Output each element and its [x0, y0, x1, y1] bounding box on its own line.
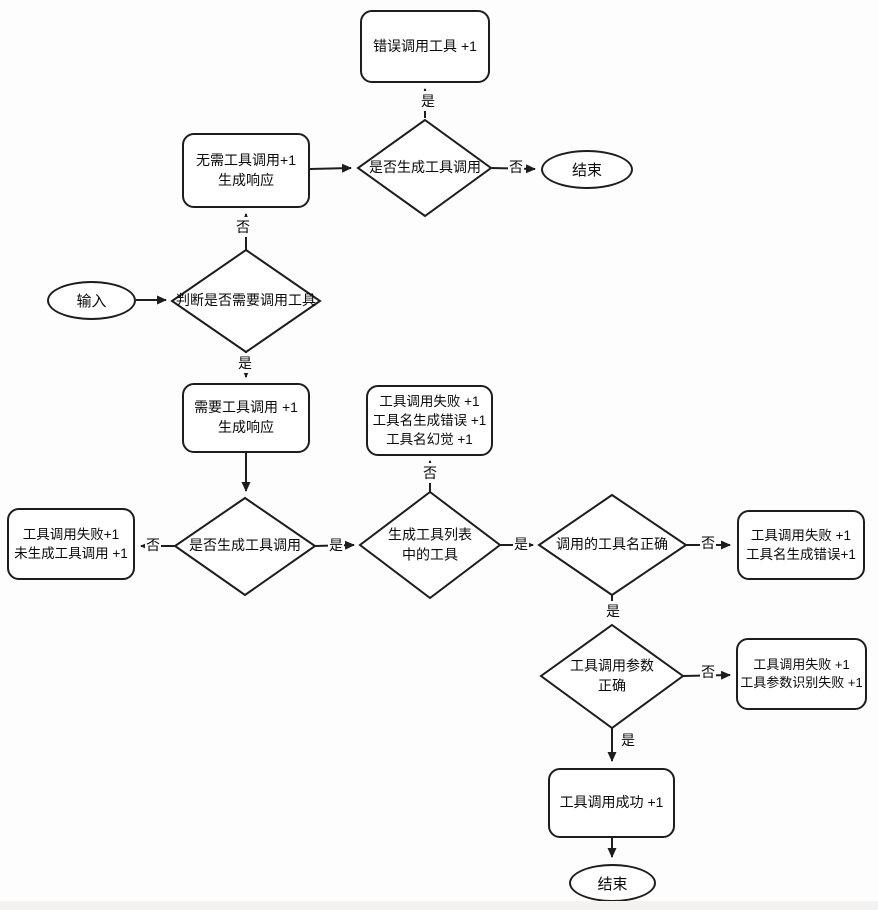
- node-fail-name-error: 工具调用失败 +1 工具名生成错误+1: [737, 510, 865, 580]
- node-fail-not-generated-line2: 未生成工具调用 +1: [14, 546, 128, 561]
- edge-label-yes-to-wrong-tool-call: 是: [420, 91, 436, 111]
- node-fail-param-error: 工具调用失败 +1 工具参数识别失败 +1: [736, 638, 867, 710]
- node-fail-name-error-line1: 工具调用失败 +1: [750, 527, 852, 543]
- node-fail-name-hallucination-line2: 工具名生成错误 +1: [372, 412, 487, 428]
- node-param-correct-label: 工具调用参数 正确: [570, 656, 654, 695]
- node-end-top-label: 结束: [571, 162, 602, 179]
- node-fail-name-hallucination-line3: 工具名幻觉 +1: [386, 432, 473, 448]
- node-wrong-tool-call-line1: 错误调用工具 +1: [373, 37, 477, 54]
- edge-no-tool-needed-to-generated-top: [309, 163, 352, 173]
- edge-label-no-to-fail-param-error: 否: [700, 662, 716, 682]
- param-correct-line2: 正确: [598, 677, 626, 693]
- node-fail-param-error-line2: 工具参数识别失败 +1: [740, 675, 863, 690]
- node-success-line1: 工具调用成功 +1: [559, 794, 664, 811]
- edge-label-yes-to-name-correct: 是: [513, 534, 529, 554]
- node-fail-not-generated: 工具调用失败+1 未生成工具调用 +1: [7, 508, 135, 580]
- judge-need-tool-line1: 判断是否需要调用工具: [176, 292, 316, 309]
- diamond-tool-in-list: [358, 490, 502, 600]
- diamond-generated-tool-call-top: [356, 118, 493, 218]
- tool-in-list-line2: 中的工具: [402, 546, 458, 562]
- node-input: 输入: [47, 281, 136, 320]
- node-tool-in-list-label: 生成工具列表 中的工具: [388, 525, 472, 564]
- node-no-tool-needed-line1: 无需工具调用+1: [196, 151, 296, 168]
- node-judge-need-tool-label: 判断是否需要调用工具: [176, 291, 316, 311]
- node-generated-tool-call-top-label: 是否生成工具调用: [369, 158, 481, 178]
- node-fail-param-error-line1: 工具调用失败 +1: [753, 656, 850, 672]
- node-generated-tool-call-mid-label: 是否生成工具调用: [189, 536, 301, 556]
- node-fail-not-generated-line1: 工具调用失败+1: [22, 526, 120, 542]
- edge-label-no-to-end-top: 否: [508, 157, 524, 177]
- diamond-generated-tool-call-mid: [173, 496, 317, 597]
- param-correct-line1: 工具调用参数: [570, 657, 654, 674]
- node-fail-name-hallucination-line1: 工具调用失败 +1: [379, 393, 480, 409]
- edge-label-no-to-fail-name-hallucination: 否: [422, 463, 438, 483]
- edge-label-yes-to-tool-needed: 是: [237, 353, 253, 373]
- generated-top-line1: 是否生成工具调用: [369, 159, 481, 176]
- edge-label-no-to-no-tool-needed: 否: [235, 217, 251, 237]
- edge-label-yes-to-tool-in-list: 是: [328, 535, 344, 555]
- node-wrong-tool-call: 错误调用工具 +1: [360, 10, 490, 83]
- node-tool-needed-line1: 需要工具调用 +1: [194, 399, 298, 416]
- node-tool-needed-line2: 生成响应: [218, 419, 274, 435]
- node-no-tool-needed-line2: 生成响应: [218, 171, 274, 188]
- node-input-label: 输入: [76, 293, 107, 310]
- edge-label-yes-to-param-correct: 是: [605, 601, 621, 621]
- node-name-correct-label: 调用的工具名正确: [556, 535, 668, 555]
- name-correct-line1: 调用的工具名正确: [556, 536, 668, 553]
- edge-label-no-to-fail-name-error: 否: [700, 533, 716, 553]
- node-no-tool-needed: 无需工具调用+1 生成响应: [182, 133, 310, 208]
- node-tool-needed: 需要工具调用 +1 生成响应: [182, 383, 310, 453]
- node-fail-name-hallucination: 工具调用失败 +1 工具名生成错误 +1 工具名幻觉 +1: [366, 385, 493, 456]
- node-end-bottom-label: 结束: [597, 875, 628, 893]
- edge-label-yes-to-success: 是: [620, 730, 636, 750]
- edge-label-no-to-fail-not-generated: 否: [145, 535, 161, 555]
- generated-mid-line1: 是否生成工具调用: [189, 537, 301, 554]
- node-fail-name-error-line2: 工具名生成错误+1: [746, 547, 856, 562]
- node-success: 工具调用成功 +1: [548, 768, 675, 838]
- node-end-bottom: 结束: [569, 864, 656, 902]
- node-end-top: 结束: [541, 150, 633, 189]
- tool-in-list-line1: 生成工具列表: [388, 526, 472, 543]
